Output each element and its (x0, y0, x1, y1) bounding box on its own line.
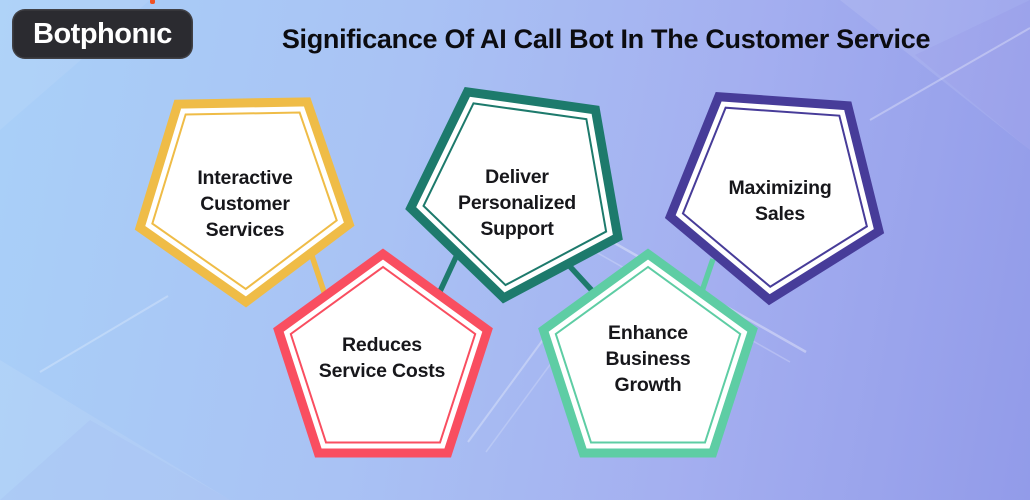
node-label-reduces-service-costs: Reduces Service Costs (318, 332, 446, 384)
node-label-maximizing-sales: Maximizing Sales (728, 175, 831, 227)
background-facet (0, 360, 230, 500)
node-label-line: Customer (200, 193, 290, 215)
pentagon-accent-line (289, 265, 477, 444)
pentagon-outline (664, 91, 885, 306)
node-label-interactive-customer-services: Interactive Customer Services (197, 165, 293, 243)
node-label-line: Service Costs (318, 360, 446, 382)
node-label-line: Enhance (608, 322, 688, 344)
node-label-line: Growth (614, 374, 682, 396)
node-maximizing-sales (649, 62, 905, 318)
node-label-line: Services (205, 219, 285, 241)
node-label-line: Interactive (197, 167, 293, 189)
node-enhance-business-growth (528, 244, 768, 484)
pentagon-accent-line (422, 102, 608, 287)
node-label-line: Maximizing (728, 177, 832, 199)
node-label-deliver-personalized-support: Deliver Personalized Support (458, 164, 576, 242)
node-label-line: Deliver (485, 166, 549, 188)
pentagon-outline (405, 86, 623, 304)
pentagon-accent-line (554, 265, 742, 444)
pentagon-accent-line (681, 106, 869, 288)
pentagon-outline (538, 248, 758, 458)
node-reduces-service-costs (263, 244, 503, 484)
node-label-line: Personalized (458, 192, 576, 214)
node-interactive-customer-services (122, 70, 366, 314)
pentagon-accent-line (151, 111, 338, 291)
node-label-line: Sales (755, 203, 805, 225)
pentagon-outline (273, 248, 493, 458)
node-label-line: Support (480, 218, 554, 240)
node-label-line: Reduces (342, 334, 422, 356)
node-label-line: Business (605, 348, 691, 370)
node-label-enhance-business-growth: Enhance Business Growth (605, 320, 690, 398)
node-deliver-personalized-support (383, 53, 654, 324)
background-facet (0, 420, 230, 500)
logo-i-dot (149, 0, 155, 4)
background-facet (915, 0, 1030, 150)
page-title: Significance Of AI Call Bot In The Custo… (281, 24, 931, 54)
